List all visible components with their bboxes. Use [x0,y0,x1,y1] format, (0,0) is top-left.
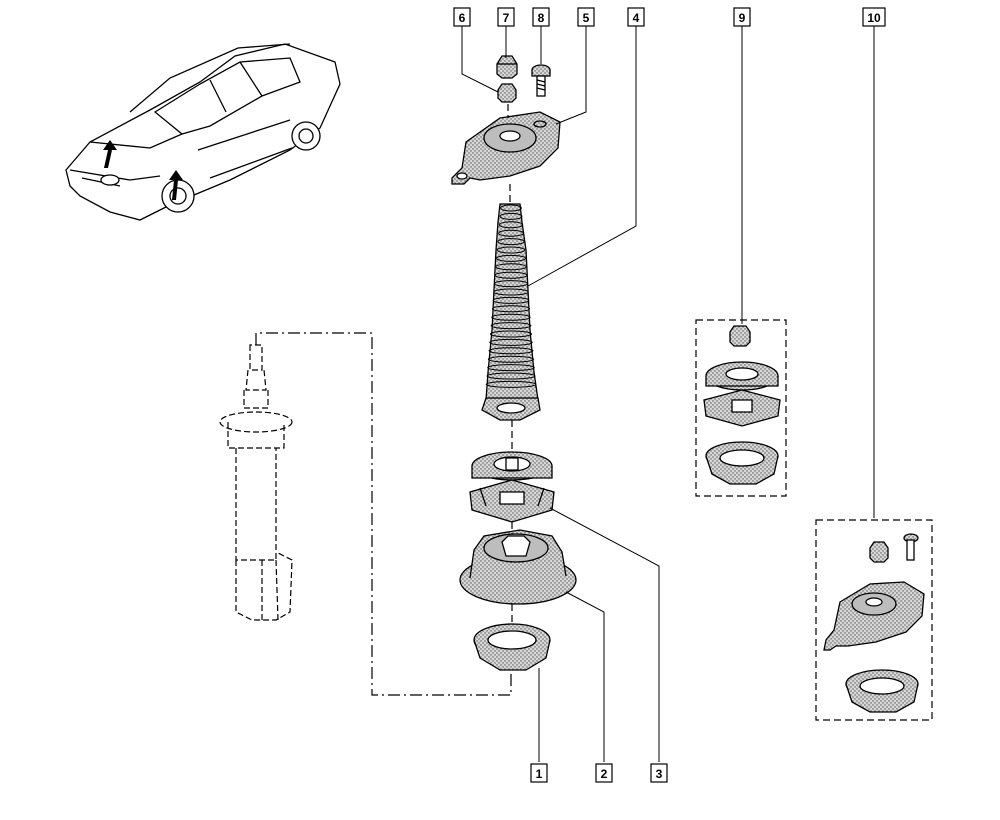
boot-rib [487,364,535,372]
svg-text:9: 9 [739,11,746,25]
variant-box-9 [695,319,787,497]
boot-rib [492,296,530,304]
callout-8: 8 [532,7,550,27]
part-spring-seat-2 [459,529,577,605]
boot-rib [486,372,536,380]
car-location-icon [65,43,341,221]
svg-text:4: 4 [633,11,640,25]
callout-10: 10 [862,7,886,27]
callout-2: 2 [595,763,613,783]
svg-text:8: 8 [538,11,545,25]
part-lower-cup-1 [473,623,551,671]
callout-3: 3 [650,763,668,783]
svg-text:6: 6 [459,11,466,25]
boot-rib [500,204,522,212]
callout-9: 9 [733,7,751,27]
boot-rib [488,347,534,355]
boot-rib [487,355,535,363]
boot-rib [494,271,528,279]
shock-absorber-phantom [219,344,293,621]
part-bearing-3 [469,451,555,523]
svg-text:7: 7 [503,11,510,25]
svg-text:10: 10 [867,11,881,25]
boot-rib [491,313,531,321]
boot-rib [499,212,523,220]
variant-10-parts [823,533,925,713]
svg-text:3: 3 [656,767,663,781]
part-nut-7 [496,55,518,79]
boot-rib [491,305,531,313]
callout-4: 4 [627,7,645,27]
boot-rib [485,380,537,388]
part-bump-stop-boot-4 [481,203,541,421]
boot-rib [493,288,529,296]
variant-9-parts [703,325,781,485]
variant-box-10 [815,519,933,721]
part-bolt-8 [531,64,551,97]
boot-rib [496,254,526,262]
boot-rib [490,322,532,330]
leader-lines [461,26,875,762]
part-upper-mount-5 [451,111,561,185]
boot-rib [494,280,528,288]
assembly-bracket-line [255,332,512,696]
part-washer-6 [497,83,517,103]
boot-rib [498,221,524,229]
axis-line [507,104,513,622]
svg-text:1: 1 [536,767,543,781]
arrow-icon [103,140,117,168]
svg-text:2: 2 [601,767,608,781]
callout-5: 5 [577,7,595,27]
boot-rib [496,246,526,254]
boot-rib [497,238,525,246]
boot-rib [495,263,527,271]
boot-rib [498,229,524,237]
arrow-icon [169,170,183,200]
callout-7: 7 [497,7,515,27]
callout-6: 6 [453,7,471,27]
svg-text:5: 5 [583,11,590,25]
boot-rib [489,338,533,346]
boot-rib [489,330,533,338]
callout-1: 1 [530,763,548,783]
